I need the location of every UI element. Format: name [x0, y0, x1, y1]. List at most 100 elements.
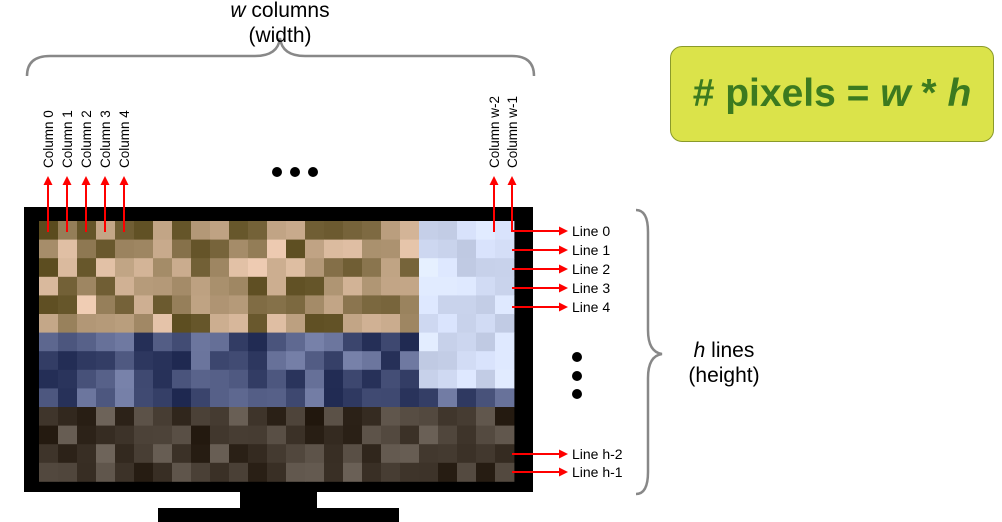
screen-pixel [381, 351, 401, 371]
monitor-stand [158, 508, 399, 522]
screen-pixel [495, 369, 515, 389]
screen-pixel [381, 295, 401, 315]
screen-pixel [438, 295, 458, 315]
screen-pixel [172, 295, 192, 315]
screen-pixel [96, 276, 116, 296]
screen-pixel [419, 221, 439, 240]
screen-pixel [58, 239, 78, 259]
screen-pixel [381, 407, 401, 426]
screen-pixel [229, 332, 249, 352]
screen-pixel [248, 351, 268, 371]
screen-pixel [400, 314, 420, 333]
screen-pixel [495, 425, 515, 445]
screen-pixel [172, 332, 192, 352]
screen-pixel [134, 239, 154, 259]
screen-pixel [96, 388, 116, 408]
screen-pixel [153, 407, 173, 426]
screen-pixel [457, 239, 477, 259]
screen-pixel [134, 332, 154, 352]
screen-pixel [210, 332, 230, 352]
screen-pixel [438, 407, 458, 426]
screen-pixel [115, 258, 135, 278]
screen-pixel [229, 444, 249, 464]
screen-pixel [39, 239, 59, 259]
formula-prefix: # pixels = [692, 72, 881, 115]
screen-pixel [438, 332, 458, 352]
screen-pixel [438, 425, 458, 445]
screen-pixel [476, 407, 496, 426]
screen-pixel [210, 425, 230, 445]
screen-pixel [96, 369, 116, 389]
screen-pixel [248, 221, 268, 240]
screen-pixel [476, 276, 496, 296]
screen-pixel [362, 314, 382, 333]
screen-pixel [381, 314, 401, 333]
screen-pixel [343, 332, 363, 352]
screen-pixel [286, 425, 306, 445]
screen-pixel [495, 332, 515, 352]
screen-pixel [362, 369, 382, 389]
screen-pixel [267, 388, 287, 408]
screen-pixel [362, 239, 382, 259]
screen-pixel [248, 258, 268, 278]
screen-pixel [362, 407, 382, 426]
screen-pixel [438, 276, 458, 296]
screen-pixel [476, 221, 496, 240]
screen-pixel [134, 276, 154, 296]
screen-pixel [115, 407, 135, 426]
height-variable: h [693, 339, 706, 362]
screen-pixel [267, 462, 287, 482]
screen-pixel [286, 295, 306, 315]
screen-pixel [229, 388, 249, 408]
height-caption: lines [705, 339, 755, 362]
screen-pixel [419, 314, 439, 333]
screen-pixel [77, 295, 97, 315]
screen-pixel [457, 314, 477, 333]
screen-pixel [191, 444, 211, 464]
top-brace [25, 37, 536, 77]
screen-pixel [39, 369, 59, 389]
screen-pixel [495, 388, 515, 408]
screen-pixel [305, 258, 325, 278]
screen-pixel [115, 425, 135, 445]
screen-pixel [476, 258, 496, 278]
screen-pixel [286, 314, 306, 333]
screen-pixel [210, 295, 230, 315]
screen-pixel [115, 276, 135, 296]
screen-pixel [267, 221, 287, 240]
screen-pixel [438, 369, 458, 389]
screen-pixel [58, 425, 78, 445]
screen-pixel [457, 369, 477, 389]
screen-pixel [210, 221, 230, 240]
screen-pixel [495, 258, 515, 278]
screen-pixel [381, 221, 401, 240]
screen-pixel [58, 388, 78, 408]
screen-pixel [438, 444, 458, 464]
screen-pixel [210, 388, 230, 408]
screen-pixel [419, 462, 439, 482]
screen-pixel [476, 425, 496, 445]
screen-pixel [172, 221, 192, 240]
screen-pixel [324, 314, 344, 333]
screen-pixel [343, 388, 363, 408]
screen-pixel [229, 276, 249, 296]
screen-pixel [77, 314, 97, 333]
width-subcaption: (width) [248, 24, 312, 47]
screen-pixel [39, 462, 59, 482]
screen-pixel [210, 239, 230, 259]
screen-pixel [172, 407, 192, 426]
screen-pixel [58, 314, 78, 333]
screen-pixel [77, 444, 97, 464]
screen-pixel [96, 462, 116, 482]
screen-pixel [362, 462, 382, 482]
screen-pixel [210, 351, 230, 371]
screen-pixel [438, 314, 458, 333]
screen-pixel [305, 444, 325, 464]
screen-pixel [324, 407, 344, 426]
screen-pixel [457, 444, 477, 464]
screen-pixel [134, 388, 154, 408]
screen-pixel [39, 295, 59, 315]
screen-pixel [191, 314, 211, 333]
screen-pixel [305, 314, 325, 333]
screen-pixel [229, 407, 249, 426]
